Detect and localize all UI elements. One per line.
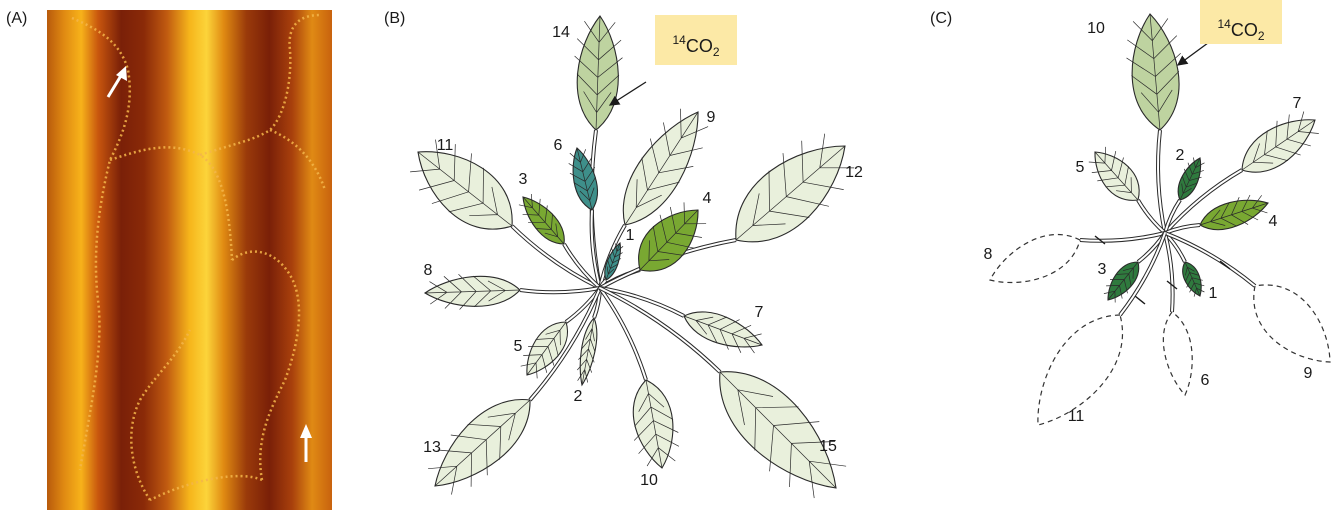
leaf-shape <box>1132 14 1179 130</box>
leaf-number-label: 3 <box>519 171 528 189</box>
leaf-shape <box>1163 312 1192 395</box>
leaf-number-label: 5 <box>1076 159 1085 177</box>
co2-label-box: 14CO2 <box>655 15 737 65</box>
leaf-number-label: 6 <box>1201 372 1210 390</box>
leaf-number-label: 6 <box>554 137 563 155</box>
leaf-number-label: 11 <box>437 137 454 155</box>
leaf-number-label: 7 <box>1293 95 1302 113</box>
petiole <box>1165 233 1255 286</box>
leaf-shape <box>1254 285 1330 362</box>
leaf-number-label: 7 <box>755 304 764 322</box>
leaf-number-label: 8 <box>424 262 433 280</box>
co2-subscript: 2 <box>713 45 720 59</box>
leaves <box>990 14 1330 425</box>
co2-formula: CO <box>686 36 713 56</box>
leaf-number-label: 13 <box>423 439 441 457</box>
leaf-number-label: 4 <box>1269 213 1278 231</box>
co2-label-box: 14CO2 <box>1200 0 1282 44</box>
leaf-shape <box>1200 200 1268 229</box>
leaf-number-label: 4 <box>703 190 712 208</box>
leaf-number-label: 10 <box>1087 20 1105 38</box>
leaf-number-label: 9 <box>707 109 716 127</box>
co2-formula: CO <box>1231 20 1258 40</box>
leaves <box>410 16 854 498</box>
leaf-shape <box>684 312 762 347</box>
leaf-number-label: 2 <box>574 388 583 406</box>
leaf-number-label: 5 <box>514 338 523 356</box>
leaf-number-label: 1 <box>626 227 635 245</box>
leaf-number-label: 10 <box>640 472 658 490</box>
leaf-number-label: 2 <box>1176 147 1185 165</box>
leaf-number-label: 9 <box>1304 365 1313 383</box>
leaf-shape <box>990 235 1080 283</box>
cut-mark <box>1135 296 1145 304</box>
leaf-number-label: 12 <box>845 164 863 182</box>
leaf-number-label: 1 <box>1209 285 1218 303</box>
co2-subscript: 2 <box>1258 29 1265 43</box>
leaf-number-label: 8 <box>984 246 993 264</box>
leaf-number-label: 15 <box>819 438 837 456</box>
leaf-number-label: 3 <box>1098 261 1107 279</box>
co2-mass: 14 <box>672 33 685 47</box>
co2-mass: 14 <box>1217 17 1230 31</box>
petiole <box>1165 233 1255 286</box>
leaf-veins <box>720 372 846 498</box>
leaf-number-label: 14 <box>552 24 570 42</box>
leaf-number-label: 11 <box>1068 408 1085 426</box>
